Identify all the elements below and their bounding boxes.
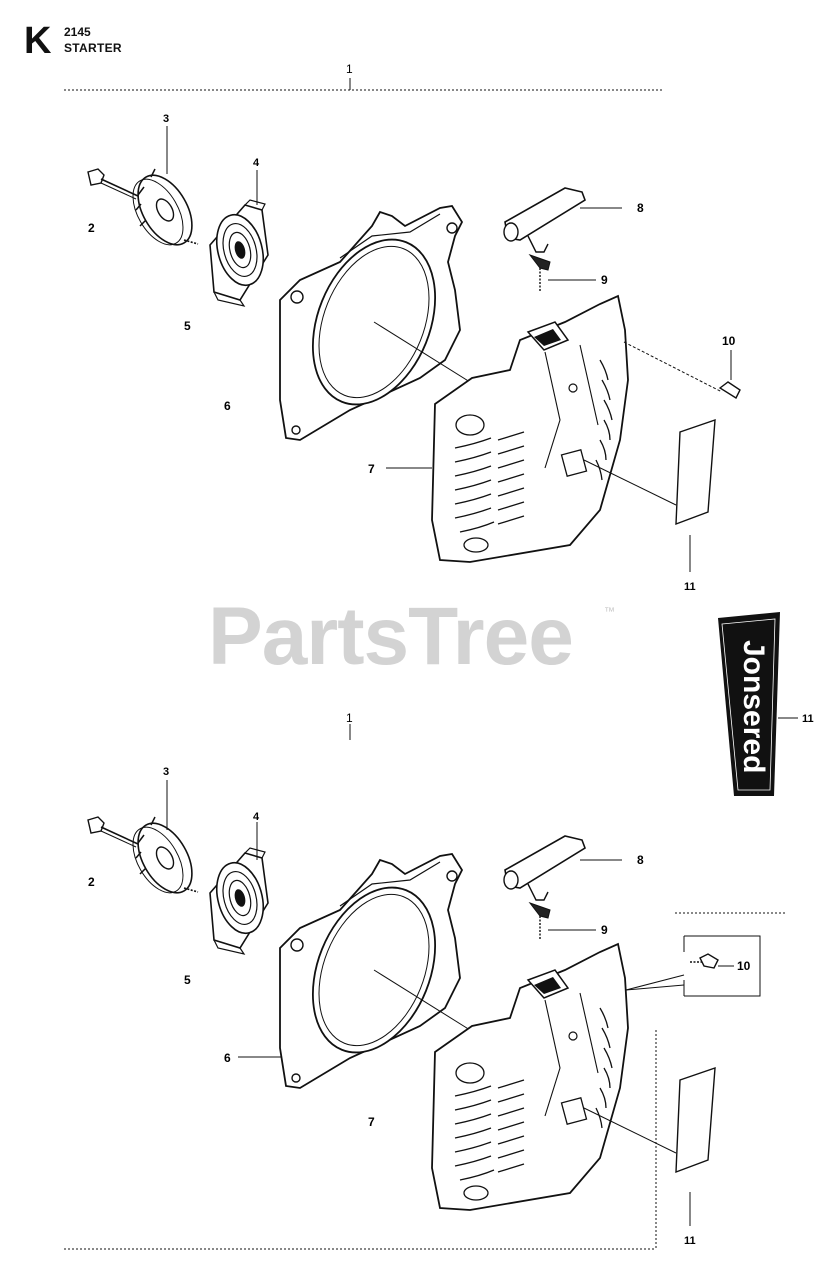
- callout-10-bottom: 10: [737, 959, 751, 973]
- section-letter: K: [24, 20, 52, 62]
- callout-9-bottom: 9: [601, 923, 608, 937]
- callout-5-bottom: 5: [184, 973, 191, 987]
- callout-6: 6: [224, 399, 231, 413]
- callout-5: 5: [184, 319, 191, 333]
- watermark-tm: ™: [604, 606, 615, 618]
- callout-10: 10: [722, 334, 736, 348]
- callout-3-bottom: 3: [163, 766, 169, 778]
- callout-4-bottom: 4: [253, 811, 260, 823]
- callout-7: 7: [368, 462, 375, 476]
- section-title: STARTER: [64, 41, 122, 55]
- top-diagram: 1 2 3 4 5 6 7 8 9 10 11: [64, 62, 741, 593]
- callout-11-bottom: 11: [684, 1235, 696, 1247]
- callout-11: 11: [684, 581, 696, 593]
- callout-1-bottom: 1: [346, 711, 353, 725]
- callout-8: 8: [637, 201, 644, 215]
- model-number: 2145: [64, 25, 91, 39]
- brand-label-text: Jonsered: [737, 640, 770, 773]
- jonsered-decal: 11 Jonsered: [718, 612, 814, 796]
- watermark: PartsTree: [208, 591, 574, 682]
- callout-7-bottom: 7: [368, 1115, 375, 1129]
- callout-2: 2: [88, 221, 95, 235]
- bottom-diagram: 1 2 3 4 5 6 7 8 9 10 11: [64, 711, 786, 1250]
- callout-2-bottom: 2: [88, 875, 95, 889]
- callout-6-bottom: 6: [224, 1051, 231, 1065]
- callout-8-bottom: 8: [637, 853, 644, 867]
- callout-9: 9: [601, 273, 608, 287]
- callout-1: 1: [346, 62, 353, 76]
- callout-11-decal: 11: [802, 713, 814, 725]
- callout-4: 4: [253, 157, 260, 169]
- callout-3: 3: [163, 113, 169, 125]
